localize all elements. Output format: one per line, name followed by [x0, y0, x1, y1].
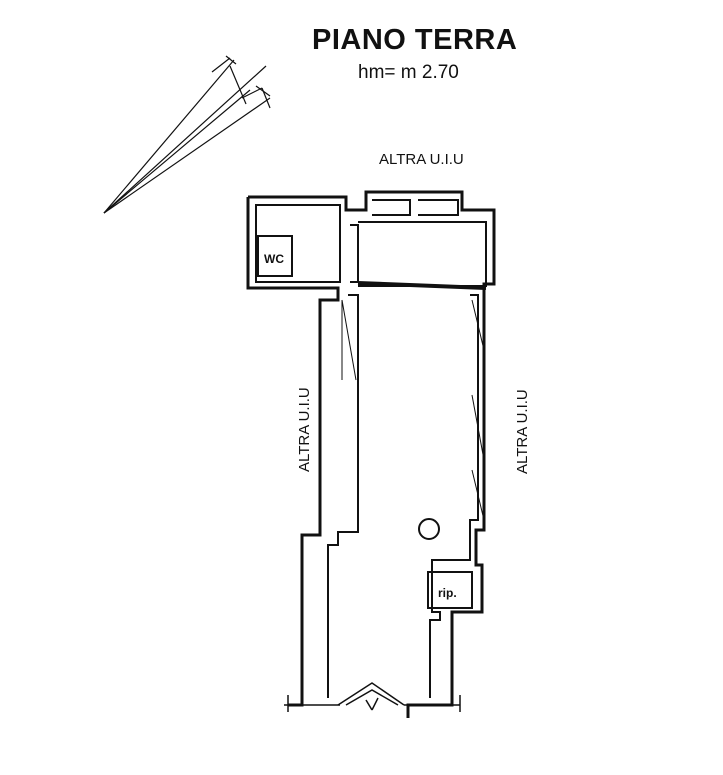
ceiling-height-note: hm= m 2.70	[358, 62, 459, 83]
page-title: PIANO TERRA	[312, 24, 518, 56]
adjacent-unit-label-top: ALTRA U.I.U	[379, 151, 464, 168]
wc-label: WC	[264, 252, 284, 266]
outer-walls	[246, 190, 496, 718]
partition-wall	[357, 281, 487, 290]
adjacent-unit-label-left: ALTRA U.I.U	[296, 387, 313, 472]
adjacent-unit-label-right: ALTRA U.I.U	[514, 389, 531, 474]
north-arrow-icon	[103, 55, 271, 214]
windows	[341, 299, 485, 521]
column-icon	[418, 518, 440, 540]
wc-room	[257, 235, 293, 277]
storage-label: rip.	[438, 586, 457, 600]
storage-room	[427, 571, 473, 609]
entrance-arrow-icon	[284, 682, 461, 712]
